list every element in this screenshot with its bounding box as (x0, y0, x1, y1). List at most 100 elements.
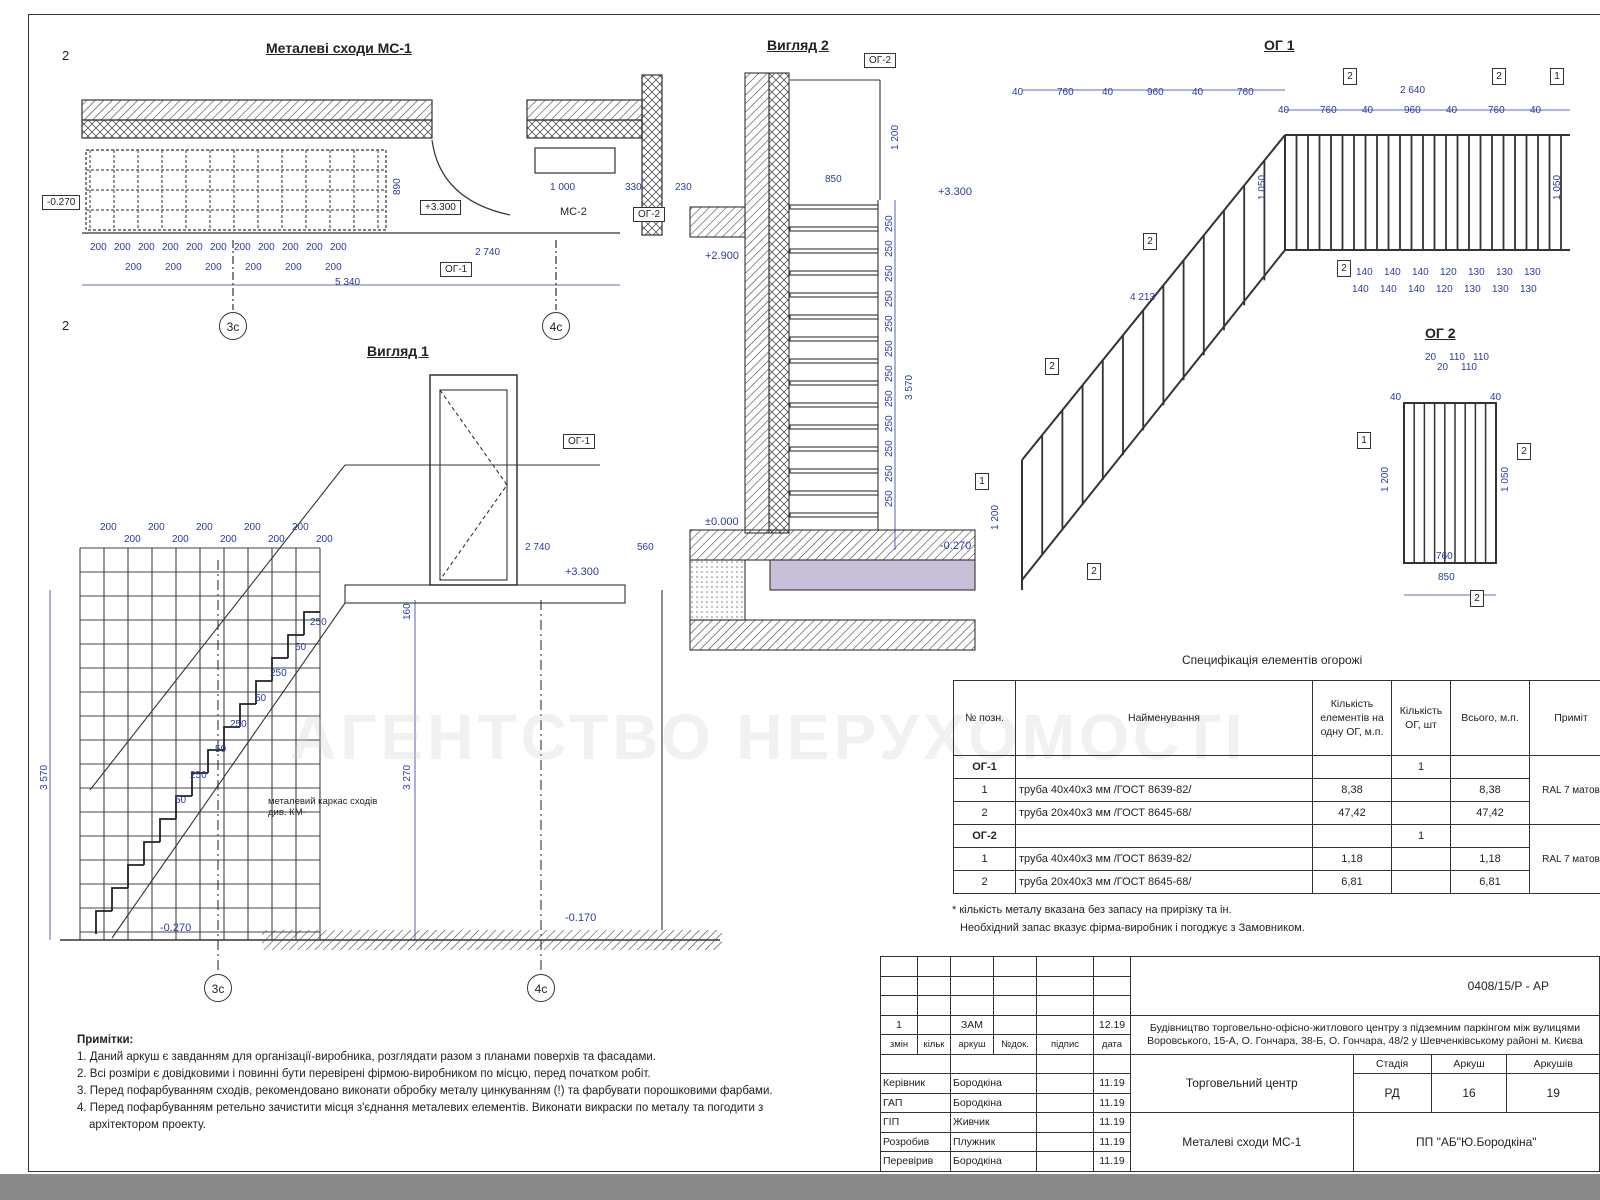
ground-hatch (262, 930, 722, 950)
section-mark-top: 2 (62, 48, 70, 63)
tag-og1-plan: ОГ-1 (440, 262, 473, 277)
dimension-text: 200 (234, 242, 251, 253)
dimension-text: 140 (1356, 267, 1373, 278)
ladder-rung (789, 490, 879, 496)
stair-step (287, 634, 304, 658)
tag-og2-plan: ОГ-2 (633, 207, 666, 222)
axis-marker-3c-v1: 3с (204, 974, 232, 1002)
landing-platform (344, 584, 626, 604)
role: ГАП (880, 1092, 951, 1113)
ladder-rung (789, 358, 879, 364)
dimension-text: 140 (1412, 267, 1429, 278)
dimension-text: 250 (884, 265, 895, 282)
position-marker-1: 1 (975, 473, 989, 490)
tb-header: №док. (993, 1034, 1037, 1055)
dimension-text: 200 (325, 262, 342, 273)
dimension-text: 1 200 (1380, 467, 1391, 492)
spec-pos: ОГ-1 (953, 755, 1016, 779)
spec-name: труба 40х40х3 мм /ГОСТ 8639-82/ (1015, 847, 1313, 871)
spec-per: 1,18 (1312, 847, 1392, 871)
stair-step (111, 887, 128, 911)
tb-header: дата (1093, 1034, 1131, 1055)
ladder-rung (789, 226, 879, 232)
dimension-text: 40 (1446, 105, 1458, 116)
dimension-text: 50 (295, 642, 307, 653)
spec-header: № позн. (953, 680, 1016, 756)
dimension-text: 2 740 (475, 247, 500, 258)
ladder-rung (789, 314, 879, 320)
dimension-text: 1 200 (990, 505, 1001, 530)
dimension-text: 250 (884, 340, 895, 357)
dimension-text: 200 (282, 242, 299, 253)
stair-stringer (111, 602, 346, 939)
og1-bottom-slope (1021, 249, 1286, 581)
position-marker-1: 1 (1550, 68, 1564, 85)
ladder-rung (789, 512, 879, 518)
spec-total: 47,42 (1450, 801, 1530, 825)
dimension-text: 200 (268, 534, 285, 545)
drawing-frame (28, 14, 1600, 1172)
spec-total: 1,18 (1450, 847, 1530, 871)
plan-ms2 (534, 147, 616, 174)
company-name: ПП "АБ"Ю.Бородкіна" (1352, 1112, 1600, 1172)
dimension-text: 130 (1464, 284, 1481, 295)
dimension-text: 40 (1530, 105, 1542, 116)
stair-step (303, 611, 320, 635)
dimension-text: 200 (100, 522, 117, 533)
spec-pos: 1 (953, 847, 1016, 871)
ladder-rung (789, 402, 879, 408)
spec-per: 47,42 (1312, 801, 1392, 825)
project-name: Будівництво торговельно-офісно-житлового… (1130, 1014, 1600, 1055)
level-plus3300-plan: +3.300 (420, 200, 461, 215)
drawing-code: 0408/15/Р - АР (1130, 956, 1600, 1016)
level-plus3300-v2: +3.300 (938, 186, 972, 198)
label-ms2: МС-2 (560, 206, 587, 218)
plan-insulation-right (526, 119, 643, 139)
spec-total: 8,38 (1450, 778, 1530, 802)
level-minus0170-v1: -0.170 (565, 912, 597, 924)
spec-name (1015, 824, 1313, 848)
dimension-text: 200 (316, 534, 333, 545)
ladder-rung (789, 248, 879, 254)
sheet-name: Металеві сходи МС-1 (1130, 1112, 1354, 1172)
dimension-text: 760 (1488, 105, 1505, 116)
sign-date: 11.19 (1093, 1151, 1131, 1172)
dimension-text: 230 (675, 182, 692, 193)
stage-value: РД (1352, 1073, 1432, 1113)
dimension-text: 40 (1192, 87, 1204, 98)
dimension-text: 200 (172, 534, 189, 545)
sign-date: 11.19 (1093, 1112, 1131, 1133)
role: ГІП (880, 1112, 951, 1133)
dimension-text: 200 (292, 522, 309, 533)
spec-total: 6,81 (1450, 870, 1530, 894)
stage-label: Стадія (1352, 1053, 1432, 1074)
position-marker-2: 2 (1045, 358, 1059, 375)
dimension-text: 1 200 (890, 125, 901, 150)
tb-header: змін (880, 1034, 918, 1055)
dimension-text: 200 (196, 522, 213, 533)
ladder-rung (789, 336, 879, 342)
position-marker-1: 1 (1357, 432, 1371, 449)
sign-date: 11.19 (1093, 1073, 1131, 1094)
dimension-text: 120 (1440, 267, 1457, 278)
sheet-value: 16 (1430, 1073, 1508, 1113)
dimension-text: 560 (637, 542, 654, 553)
person-name: Бородкіна (950, 1092, 1037, 1113)
sheets-label: Аркушів (1506, 1053, 1600, 1074)
dimension-text: 130 (1520, 284, 1537, 295)
dimension-text: 130 (1524, 267, 1541, 278)
dimension-text: 760 (1436, 551, 1453, 562)
view1-title: Вигляд 1 (367, 343, 429, 359)
level-minus0270-v2: -0.270 (940, 540, 972, 552)
axis-marker-4c-v1: 4с (527, 974, 555, 1002)
spec-name: труба 40х40х3 мм /ГОСТ 8639-82/ (1015, 778, 1313, 802)
stair-step (255, 680, 272, 704)
spec-qty: 1 (1391, 755, 1451, 779)
spec-header: Приміт (1529, 680, 1600, 756)
dimension-text: 1 050 (1552, 175, 1563, 200)
